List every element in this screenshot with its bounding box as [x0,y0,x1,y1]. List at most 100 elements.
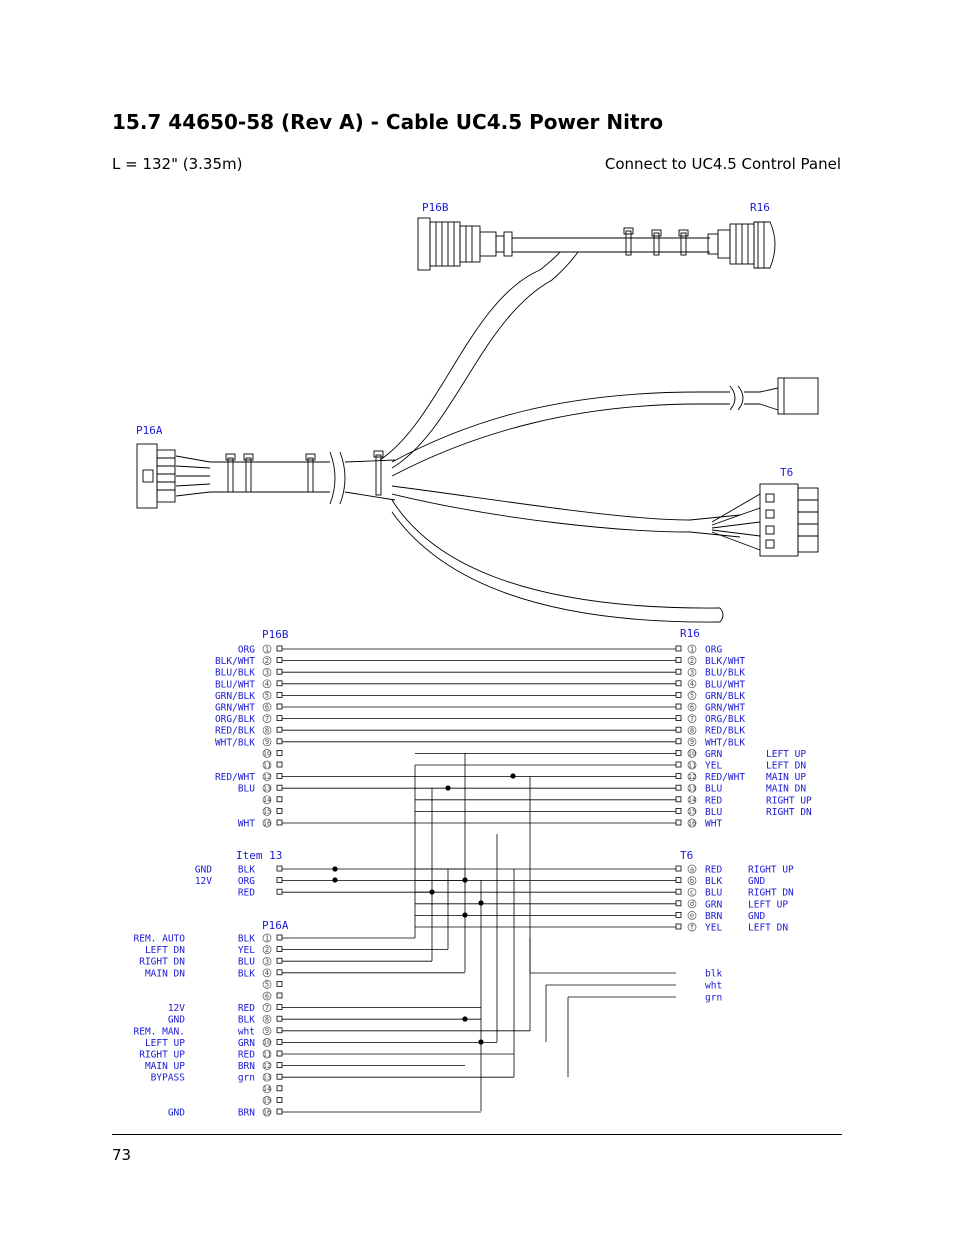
p16a-terminal [276,1015,283,1022]
middle-connector [777,377,819,415]
r16-pin-marker [687,679,697,689]
splice-dot [332,866,338,872]
p16b-terminal [276,761,283,768]
t6-terminal [675,900,682,907]
p16a-function-label: GND [168,1015,185,1026]
r16-pin-marker [687,807,697,816]
r16-wire-label: ORG/BLK [705,714,745,725]
r16-wire-label: BLU [705,807,722,818]
p16a-pin-marker [262,1038,272,1047]
t6-function-label: RIGHT UP [748,865,794,876]
r16-pin-number: 15 [688,808,696,816]
p16a-function-label: MAIN DN [145,968,185,979]
t6-drawing-label: T6 [780,466,793,479]
r16-terminal [675,784,682,791]
p16a-terminal [276,969,283,976]
p16a-wire-label: BRN [238,1061,255,1072]
r16-terminal [675,819,682,826]
p16b-pin-marker [262,818,272,828]
r16-pin-marker [687,760,697,770]
p16a-function-label: GND [168,1108,185,1119]
splice-dot [332,877,338,883]
p16b-terminal [276,645,283,652]
r16-pin-number: 1 [690,645,694,653]
p16b-pin-marker [262,807,272,816]
p16b-pin-number: 6 [265,703,269,711]
r16-pin-marker [687,656,697,665]
t6-function-label: RIGHT DN [748,888,794,899]
p16b-pin-number: 10 [263,750,271,758]
r16-pin-number: 16 [688,819,696,827]
p16b-wire-label: GRN/WHT [215,703,255,714]
p16b-terminal [276,692,283,698]
t6-terminal [675,888,682,895]
connect-note: Connect to UC4.5 Control Panel [604,155,841,173]
p16a-pin-marker [262,1072,272,1082]
r16-pin-marker [687,702,697,712]
item13-terminal [276,865,283,872]
p16b-pin-number: 11 [263,761,271,769]
footer-rule [112,1134,842,1135]
item13-wire-label: RED [238,888,255,899]
p16b-terminal [276,773,283,779]
item13-wire-label: ORG [238,876,255,887]
r16-pin-number: 14 [688,796,696,804]
p16b-header: P16B [262,628,289,641]
cable-length: L = 132" (3.35m) [112,155,243,173]
r16-wire-label: YEL [705,761,722,772]
item13-terminal [276,888,283,895]
r16-pin-number: 7 [690,715,694,723]
t6-connector [759,483,819,557]
p16a-pin-number: 2 [265,946,269,954]
t6-terminal [675,865,682,872]
p16a-pin-number: 12 [263,1062,271,1070]
r16-pin-number: 8 [690,727,694,735]
p16b-pin-marker [262,772,272,781]
r16-pin-marker [687,783,697,793]
p16b-pin-number: 13 [263,785,271,793]
r16-terminal [675,680,682,687]
item13-header: Item 13 [236,849,282,862]
r16-pin-number: 6 [690,703,694,711]
p16a-terminal [276,1097,283,1103]
p16a-pin-number: 9 [265,1027,269,1035]
p16a-terminal [276,934,283,941]
p16a-pin-marker [262,956,272,966]
r16-wire-label: BLU [705,784,722,795]
t6-header: T6 [680,849,693,862]
r16-function-label: MAIN DN [766,784,806,795]
r16-pin-marker [687,772,697,781]
p16b-terminal [276,715,283,721]
p16b-pin-marker [262,702,272,712]
item13-wire-label: BLK [238,865,255,876]
p16a-terminal [276,946,283,952]
p16a-pin-number: 8 [265,1016,269,1024]
p16a-pin-number: 3 [265,958,269,966]
r16-header: R16 [680,627,700,640]
splice-dot [429,889,435,895]
cable-tie-top [623,227,689,256]
p16b-pin-number: 5 [265,692,269,700]
section-heading: 15.7 44650-58 (Rev A) - Cable UC4.5 Powe… [112,110,664,134]
r16-wire-label: RED [705,795,722,806]
p16b-wire-label: WHT [238,819,255,830]
p16a-pin-marker [262,991,272,1001]
r16-terminal [675,645,682,652]
p16a-wire-label: grn [238,1073,255,1084]
p16a-pin-number: 15 [263,1097,271,1105]
p16a-pin-number: 10 [263,1039,271,1047]
p16b-wire-label: BLU/WHT [215,679,255,690]
p16a-wire-label: RED [238,1003,255,1014]
p16b-terminal [276,784,283,791]
p16a-wire-label: BLK [238,934,255,945]
r16-terminal [675,703,682,710]
p16b-pin-marker [262,737,272,747]
p16b-pin-marker [262,749,272,758]
r16-terminal [675,761,682,768]
p16b-wire-label: GRN/BLK [215,691,255,702]
r16-terminal [675,796,682,803]
loose-wire-label: wht [705,981,722,992]
p16a-pin-marker [262,1096,272,1105]
p16b-pin-marker [262,644,272,654]
